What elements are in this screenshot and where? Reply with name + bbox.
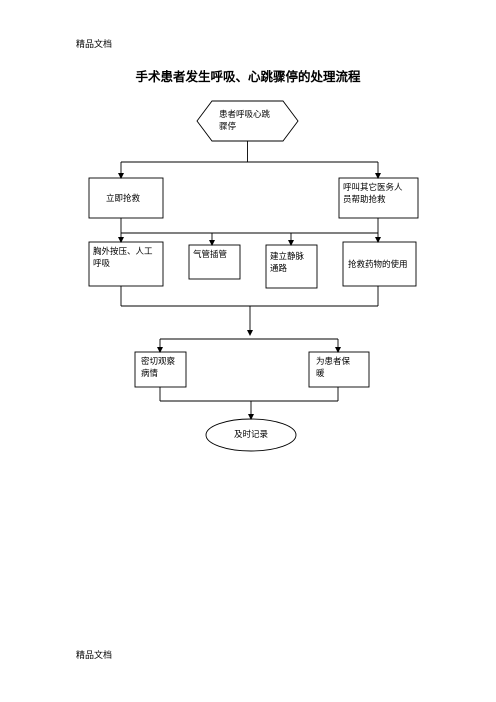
call-staff-box [338,177,419,219]
observe-box [134,351,187,388]
call-staff-label: 呼叫其它医务人 员帮助抢救 [343,183,403,205]
rescue-now-label: 立即抢救 [106,194,141,204]
page-title: 手术患者发生呼吸、心跳骤停的处理流程 [135,69,361,84]
intubation-label: 气管插管 [193,250,228,260]
drugs-box [342,241,417,287]
iv-access-label: 建立静脉 通路 [270,252,305,274]
start-hexagon [196,100,299,142]
chest-compression-box [88,241,164,287]
observe-label: 密切观察 病情 [141,357,176,379]
header-label: 精品文档 [76,40,113,50]
drugs-label: 抢救药物的使用 [348,260,408,270]
rescue-now-box [88,177,164,219]
iv-access-box [265,244,318,289]
connectors [118,141,381,420]
start-label: 患者呼吸心跳 骤停 [219,110,271,132]
chest-compression-label: 胸外按压、人工 呼吸 [93,247,153,269]
footer-label: 精品文档 [76,651,113,661]
record-label: 及时记录 [234,430,269,440]
keep-warm-label: 为患者保 暖 [316,357,351,379]
